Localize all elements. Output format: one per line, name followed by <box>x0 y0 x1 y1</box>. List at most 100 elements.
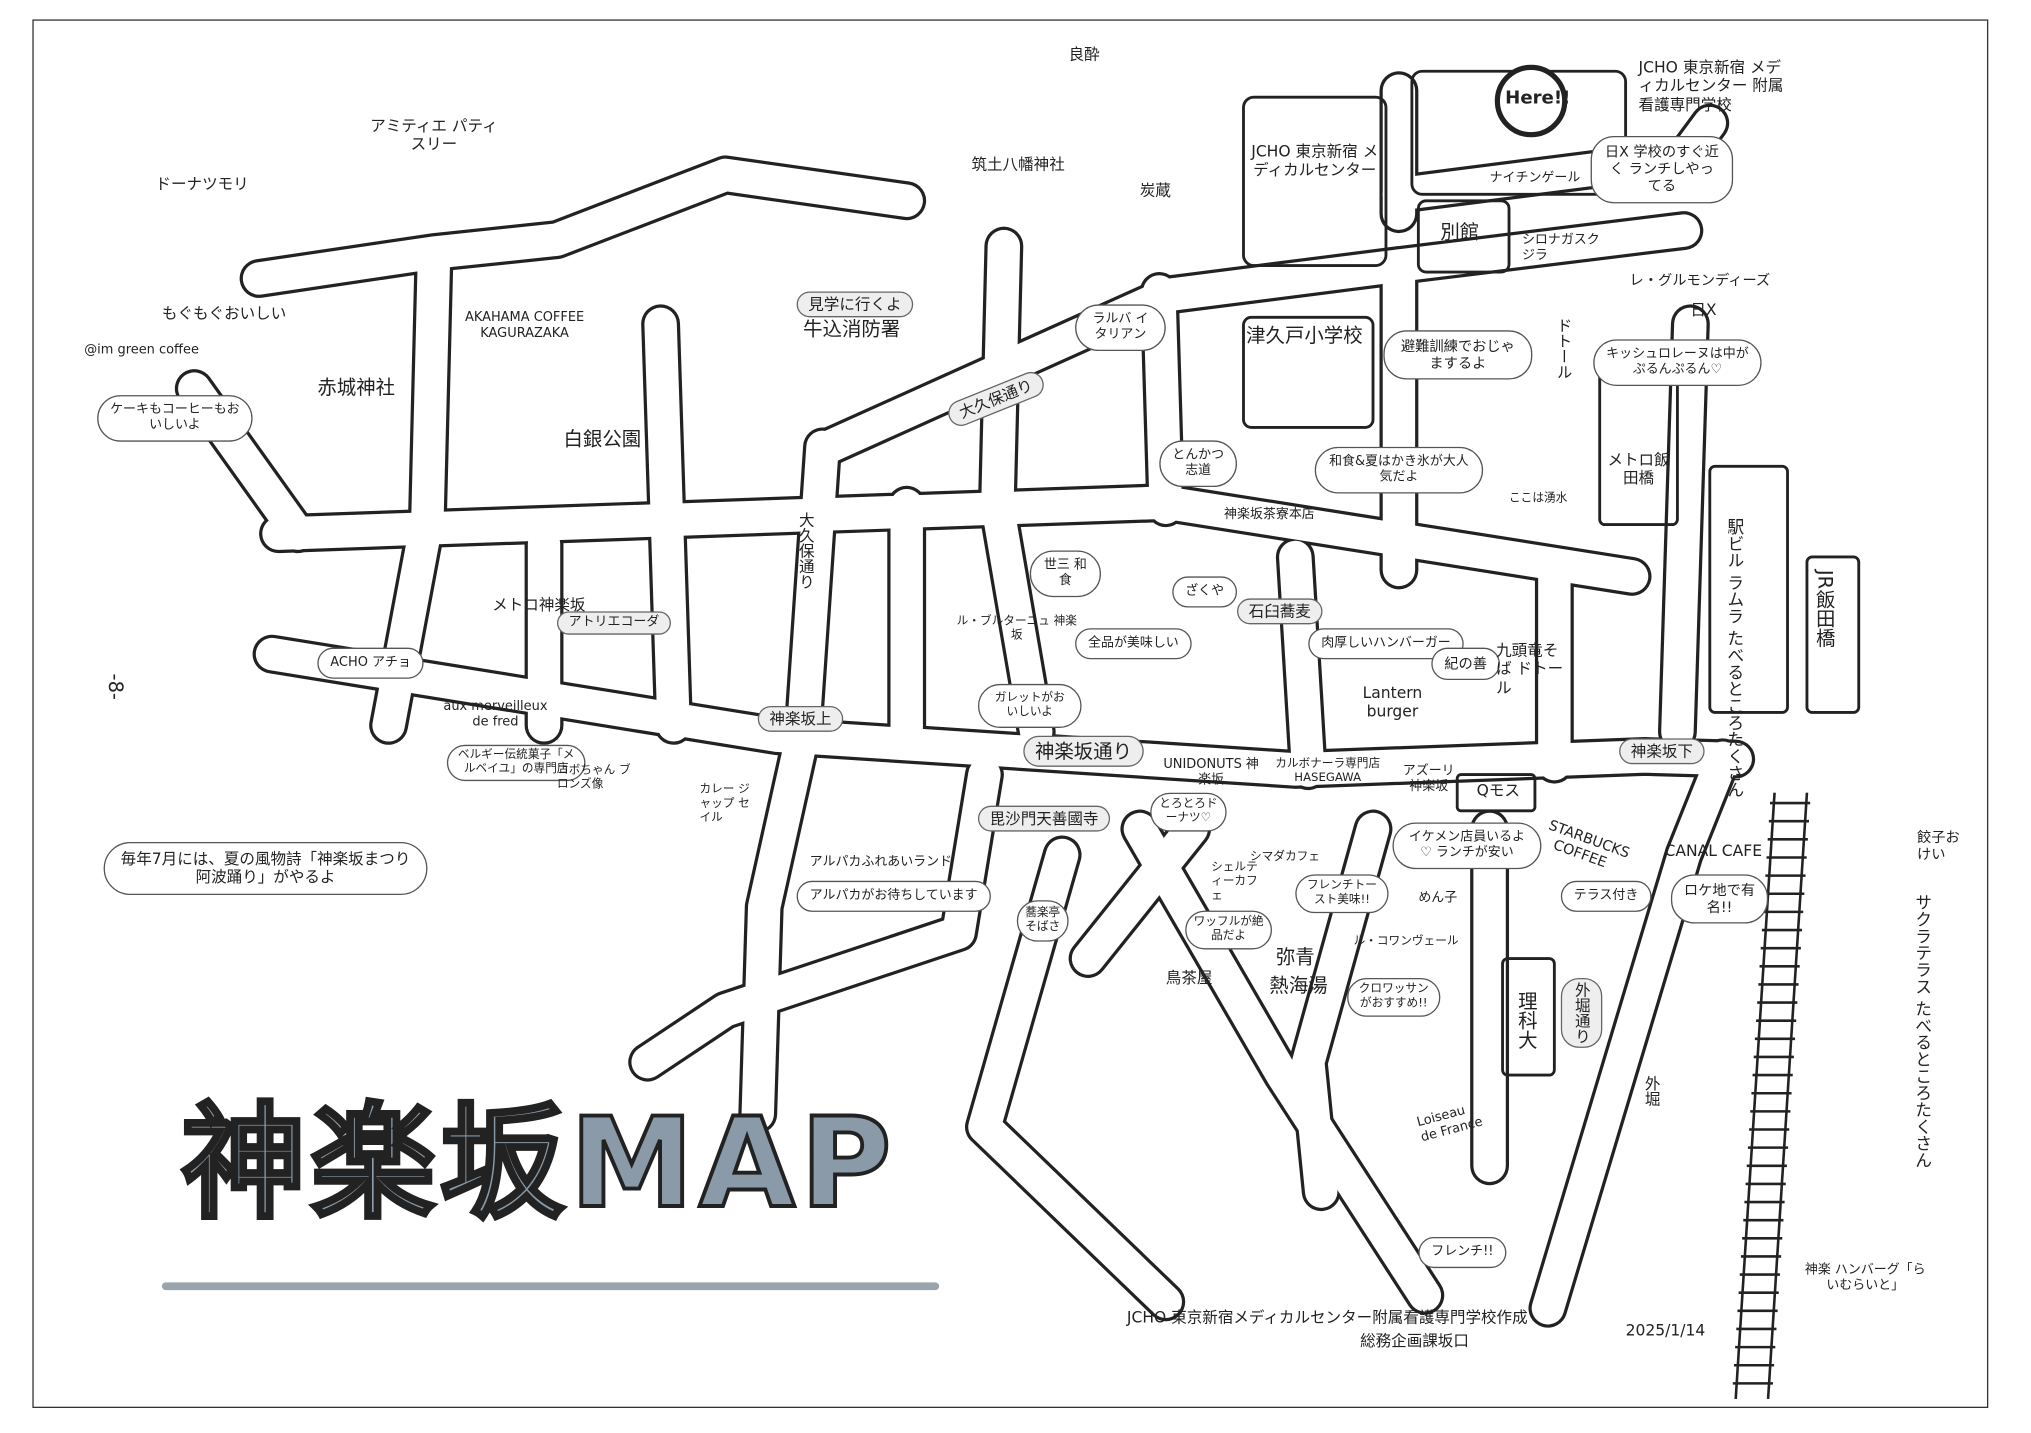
note-quiche: キッシュロレーヌは中がぷるんぷるん♡ <box>1593 339 1762 386</box>
note-saryo: 和食&夏はかき氷が大人気だよ <box>1314 446 1484 494</box>
note-donut-mori: もぐもぐおいしい <box>161 304 287 323</box>
label-zakuya: ざくや <box>1172 576 1238 608</box>
credit-author: JCHO 東京新宿メディカルセンター附属看護専門学校作成 <box>1126 1308 1528 1327</box>
label-jr-iidabashi: JR飯田橋 <box>1813 569 1837 648</box>
label-canal-cafe: CANAL CAFE <box>1664 841 1763 861</box>
note-torotoro: とろとろドーナツ♡ <box>1150 792 1227 832</box>
map-title: 神楽坂MAP <box>179 1089 897 1238</box>
label-akagi-shrine: 赤城神社 <box>317 375 396 399</box>
label-metro-kagurazaka: メトロ神楽坂 <box>492 595 586 614</box>
label-larba: ラルバ イタリアン <box>1075 304 1166 352</box>
label-sotobori-dori: 外堀通り <box>1560 977 1603 1048</box>
label-sakura-terrace: サクラテラス たべるところたくさん <box>1911 893 1931 1169</box>
building-jcho-center <box>1242 95 1388 267</box>
label-yayoi: 弥青 <box>1275 945 1315 969</box>
label-kobo: コボちゃん ブロンズ像 <box>556 764 631 792</box>
note-ikemen: イケメン店員いるよ♡ ランチが安い <box>1392 822 1542 870</box>
note-festival: 毎年7月には、夏の風物詩「神楽坂まつり 阿波踊り」がやるよ <box>103 841 428 895</box>
label-rikadai: 理科大 <box>1515 990 1539 1050</box>
label-coin-vert: ル・コワンヴェール <box>1353 935 1459 949</box>
label-alpaca: アルパカふれあいランド <box>809 854 953 870</box>
label-aux-merveilleux: aux merveilleux de fred <box>443 699 548 730</box>
credit-date: 2025/1/14 <box>1625 1321 1706 1340</box>
label-curry: カレー ジャップ セイル <box>699 783 750 825</box>
label-saryo: 神楽坂茶寮本店 <box>1224 507 1315 523</box>
label-yusui: ここは湧水 <box>1509 492 1568 506</box>
page-number: -8- <box>103 673 127 700</box>
label-akahama-coffee: AKAHAMA COFFEE KAGURAZAKA <box>464 310 585 341</box>
note-waffle: ワッフルが絶品だよ <box>1185 910 1272 949</box>
label-jcho-center: JCHO 東京新宿 メディカルセンター <box>1251 142 1379 180</box>
label-kagurazaka-dori: 神楽坂通り <box>1023 735 1144 767</box>
here-bubble <box>1494 64 1568 138</box>
label-sotobori: 外堀 <box>1642 1075 1662 1107</box>
label-lantern-burger: Lantern burger <box>1362 683 1423 721</box>
label-raimuraito: 神楽 ハンバーグ「らいむらいと」 <box>1804 1262 1926 1293</box>
note-croissant: クロワッサンがおすすめ!! <box>1347 977 1441 1017</box>
label-shimada-cafe: シマダカフェ <box>1249 851 1320 864</box>
note-alpaca: アルパカがお待ちしています <box>796 880 991 912</box>
label-atamiyu: 熱海湯 <box>1269 974 1328 998</box>
note-fire: 見学に行くよ <box>796 291 914 318</box>
label-tsukudo-school: 津久戸小学校 <box>1246 323 1363 348</box>
label-kagurazaka-ue: 神楽坂上 <box>757 705 844 733</box>
label-metro-iidabashi: メトロ飯田橋 <box>1607 450 1670 488</box>
note-french: フレンチ!! <box>1418 1237 1507 1269</box>
label-bishamonten: 毘沙門天善國寺 <box>977 805 1111 833</box>
label-atelier-koda: アトリエコーダ <box>556 611 671 635</box>
label-ryosui: 良酔 <box>1068 45 1100 64</box>
label-jcho-school: JCHO 東京新宿 メディカルセンター 附属看護専門学校 <box>1638 58 1784 114</box>
label-azzurri: アズーリ 神楽坂 <box>1402 764 1455 795</box>
label-bretagne: ル・ブルターニュ 神楽坂 <box>956 615 1077 643</box>
label-sumikura: 炭蔵 <box>1139 181 1171 200</box>
label-ishiusu: 石臼蕎麦 <box>1237 598 1323 625</box>
building-annex <box>1416 199 1511 274</box>
note-drill: 避難訓練でおじゃまするよ <box>1383 330 1533 381</box>
label-mentaiko: めん子 <box>1418 891 1458 906</box>
building-jr <box>1805 555 1861 714</box>
note-all-menu: 全品が美味しい <box>1075 628 1192 660</box>
label-okubo-dori-vertical: 大久保通り <box>797 511 816 590</box>
note-im-green: ケーキもコーヒーもおいしいよ <box>97 395 253 442</box>
building-tsukudo-school <box>1242 315 1375 429</box>
label-les-gourmandises: レ・グルモンディーズ <box>1629 272 1771 289</box>
label-mos: Qモス <box>1476 781 1520 800</box>
credit-department: 総務企画課坂口 <box>1360 1331 1469 1350</box>
note-location: ロケ地で有名!! <box>1670 874 1769 925</box>
label-im-green-coffee: @im green coffee <box>84 343 199 358</box>
label-hasegawa: カルボナーラ専門店 HASEGAWA <box>1275 757 1381 785</box>
label-tsukudo-hachiman: 筑土八幡神社 <box>971 155 1065 174</box>
railway <box>1732 792 1811 1400</box>
label-here: Here!! <box>1505 88 1571 109</box>
label-ushigome-fire: 牛込消防署 <box>803 317 901 341</box>
label-torijaya: 鳥茶屋 <box>1165 968 1213 988</box>
label-ramla: 駅ビル ラムラ たべるところたくさん <box>1723 518 1743 799</box>
label-nightingale: ナイチンゲール <box>1489 170 1581 186</box>
label-donut-mori: ドーナツモリ <box>155 174 249 193</box>
label-shironagasu: シロナガスクジラ <box>1521 233 1600 263</box>
note-merveilleux: ベルギー伝統菓子「メルベイユ」の専門店 <box>446 744 586 781</box>
map-border <box>32 19 1989 1408</box>
label-annex: 別館 <box>1440 220 1480 244</box>
building-ramla <box>1708 464 1789 714</box>
note-near-school-lunch: 日X 学校のすぐ近く ランチしやってる <box>1590 136 1734 203</box>
note-terrace: テラス付き <box>1560 880 1652 912</box>
label-tonkatsu: とんかつ 志道 <box>1159 440 1238 488</box>
label-amitie: アミティエ パティスリー <box>370 116 498 154</box>
note-french-toast: フレンチトースト美味!! <box>1295 874 1389 913</box>
note-galette: ガレットがおいしいよ <box>977 683 1082 728</box>
building-rikadai <box>1501 957 1556 1077</box>
label-kagurazaka-shita: 神楽坂下 <box>1619 738 1705 765</box>
label-unidonuts: UNIDONUTS 神楽坂 <box>1163 757 1259 788</box>
note-soba: 蕎楽亭 そばさ <box>1016 900 1069 942</box>
label-kuzuryu: 九頭竜そば ドトール <box>1496 641 1564 697</box>
building-mos <box>1455 773 1537 813</box>
label-shelty-cafe: シェルティーカフェ <box>1211 861 1258 903</box>
label-doutor-top: ドトール <box>1554 317 1574 380</box>
label-hakugin-park: 白銀公園 <box>563 427 642 451</box>
label-gyoza: 餃子おけい <box>1917 828 1960 863</box>
label-sezo: 世三 和食 <box>1029 550 1102 598</box>
label-acho: ACHO アチョ <box>317 647 424 679</box>
title-underline <box>161 1282 940 1291</box>
